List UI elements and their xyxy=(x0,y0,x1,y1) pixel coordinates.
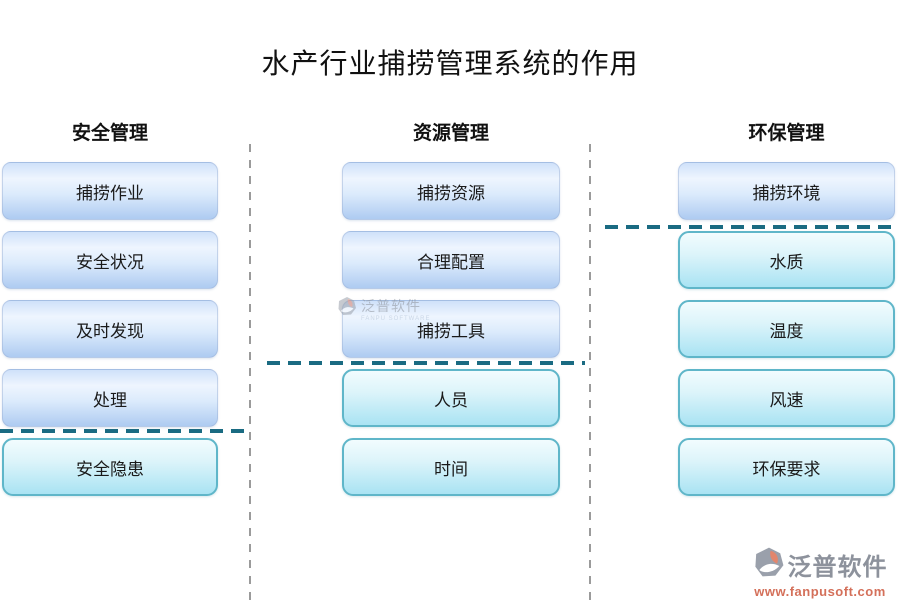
fanpu-logo-icon xyxy=(337,296,357,321)
diagram-node: 人员 xyxy=(342,369,560,427)
separator-line-environment xyxy=(605,225,895,229)
page-title: 水产行业捕捞管理系统的作用 xyxy=(261,49,639,80)
separator-line-resource xyxy=(267,361,585,365)
separator-line-safety xyxy=(0,429,246,433)
diagram-node: 捕捞环境 xyxy=(678,162,895,220)
column-divider-line xyxy=(249,144,251,600)
diagram-node: 时间 xyxy=(342,438,560,496)
diagram-node: 风速 xyxy=(678,369,895,427)
column-header-resource: 资源管理 xyxy=(412,123,489,144)
column-header-safety: 安全管理 xyxy=(71,123,148,144)
diagram-node: 捕捞作业 xyxy=(2,162,218,220)
diagram-node: 捕捞资源 xyxy=(342,162,560,220)
footer-brand-name: 泛普软件 xyxy=(787,554,888,581)
diagram-node: 安全状况 xyxy=(2,231,218,289)
column-resource: 捕捞资源 合理配置 捕捞工具 人员 时间 xyxy=(342,162,560,507)
fanpu-logo-icon xyxy=(753,546,785,583)
diagram-node: 捕捞工具 xyxy=(342,300,560,358)
watermark-brand-text: 泛普软件 xyxy=(361,298,421,314)
diagram-node: 温度 xyxy=(678,300,895,358)
diagram-node: 及时发现 xyxy=(2,300,218,358)
column-header-environment: 环保管理 xyxy=(748,123,825,144)
diagram-node: 安全隐患 xyxy=(2,438,218,496)
diagram-node: 合理配置 xyxy=(342,231,560,289)
diagram-node: 水质 xyxy=(678,231,895,289)
watermark-caption-text: FANPU SOFTWARE xyxy=(361,316,431,322)
diagram-node: 环保要求 xyxy=(678,438,895,496)
column-safety: 捕捞作业 安全状况 及时发现 处理 安全隐患 xyxy=(2,162,218,507)
column-environment: 捕捞环境 水质 温度 风速 环保要求 xyxy=(678,162,895,507)
footer-brand-url: www.fanpusoft.com xyxy=(754,584,886,599)
diagram-node: 处理 xyxy=(2,369,218,427)
center-watermark: 泛普软件 FANPU SOFTWARE xyxy=(337,296,430,322)
footer-brand: 泛普软件 www.fanpusoft.com xyxy=(744,546,896,599)
column-divider-line xyxy=(589,144,591,600)
